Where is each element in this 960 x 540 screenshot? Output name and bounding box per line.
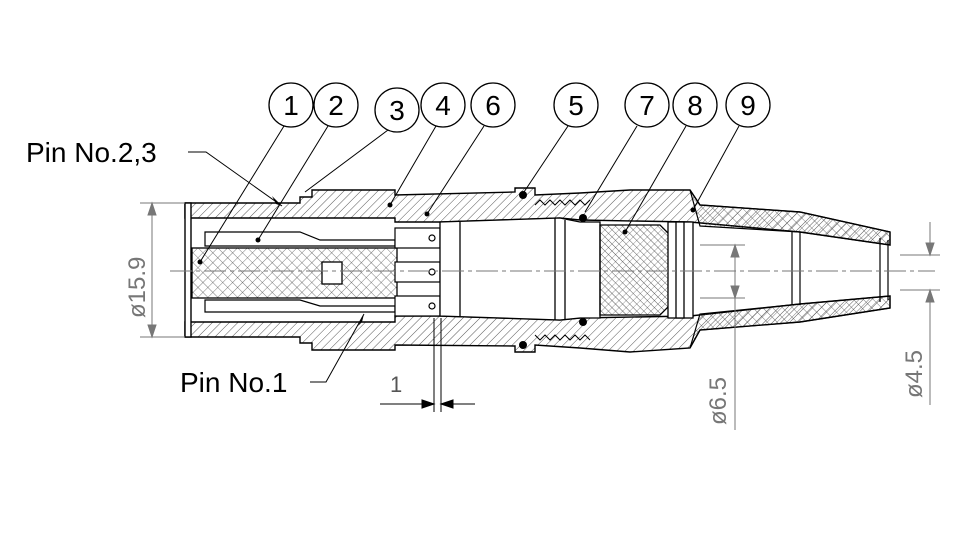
callout-numbers: 1 2 3 4 6 5 7 8 9 [283, 90, 756, 126]
o-rings [519, 191, 587, 349]
dim-cable-diameter-label: ø4.5 [901, 350, 928, 398]
callout-5: 5 [568, 90, 584, 121]
dim-inner-diameter [700, 243, 745, 430]
callout-9: 9 [740, 90, 756, 121]
dim-body-diameter [140, 201, 185, 339]
dim-cable-diameter [900, 222, 940, 405]
insert-body [191, 247, 398, 299]
callout-1: 1 [283, 90, 299, 121]
dim-offset-label: 1 [390, 372, 402, 397]
callout-7: 7 [639, 90, 655, 121]
cable-clamp [439, 217, 694, 321]
dim-body-diameter-label: ø15.9 [124, 257, 151, 318]
pin-1-label: Pin No.1 [180, 367, 287, 398]
pin-2-3-label: Pin No.2,3 [26, 137, 157, 168]
contact-pins [204, 227, 441, 317]
leader-lines [188, 125, 740, 383]
thread-section [534, 199, 591, 341]
dim-offset [380, 318, 475, 412]
callout-2: 2 [328, 90, 344, 121]
dim-inner-diameter-label: ø6.5 [705, 377, 732, 425]
callout-3: 3 [389, 95, 405, 126]
leader-dots [197, 196, 696, 326]
callout-8: 8 [687, 90, 703, 121]
callout-4: 4 [435, 90, 451, 121]
callout-bubbles [268, 82, 771, 133]
cable-boot [689, 189, 891, 349]
callout-6: 6 [485, 90, 501, 121]
